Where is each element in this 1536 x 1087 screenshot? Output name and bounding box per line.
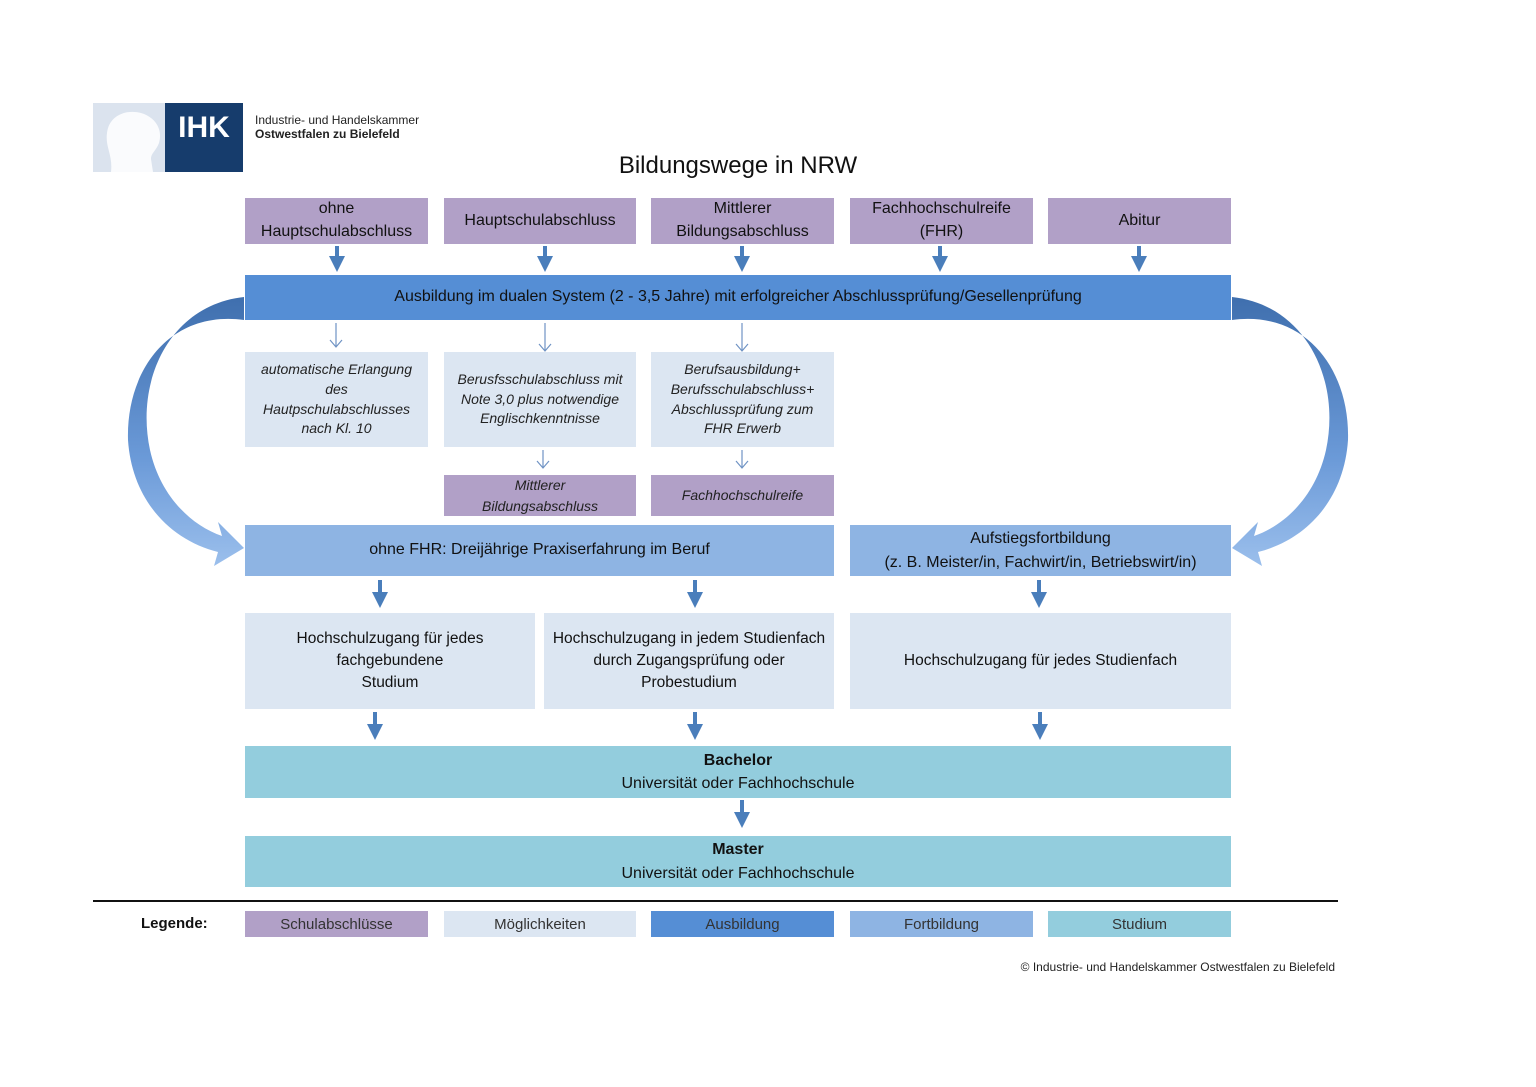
access-all-subjects: Hochschulzugang für jedes Studienfach: [850, 613, 1231, 709]
advancement-training-box: Aufstiegsfortbildung (z. B. Meister/in, …: [850, 525, 1231, 576]
curved-arrow-left: [127, 297, 244, 566]
school-degree-hauptschulabschluss: Hauptschulabschluss: [444, 198, 636, 244]
school-degree-mittlerer-bildungsabschluss: Mittlerer Bildungsabschluss: [651, 198, 834, 244]
result-fachhochschulreife: Fachhochschulreife: [651, 475, 834, 516]
dual-system-box: Ausbildung im dualen System (2 - 3,5 Jah…: [245, 275, 1231, 320]
curved-arrow-right: [1232, 297, 1349, 566]
ihk-logo: IHK: [93, 103, 243, 172]
master-box: Master Universität oder Fachhochschule: [245, 836, 1231, 887]
copyright-notice: © Industrie- und Handelskammer Ostwestfa…: [1020, 960, 1335, 974]
school-degree-abitur: Abitur: [1048, 198, 1231, 244]
option-mittlerer-abschluss: Berusfsschulabschluss mit Note 3,0 plus …: [444, 352, 636, 447]
access-subject-bound: Hochschulzugang für jedes fachgebundene …: [245, 613, 535, 709]
practice-experience-box: ohne FHR: Dreijährige Praxiserfahrung im…: [245, 525, 834, 576]
master-title: Master: [712, 841, 764, 859]
bachelor-title: Bachelor: [703, 751, 773, 769]
org-name-line2: Ostwestfalen zu Bielefeld: [255, 127, 400, 141]
bachelor-box: Bachelor Universität oder Fachhochschule: [245, 746, 1231, 798]
master-subtitle: Universität oder Fachhochschule: [621, 864, 855, 882]
org-name-line1: Industrie- und Handelskammer: [255, 113, 420, 127]
page-title: Bildungswege in NRW: [618, 152, 858, 179]
legend-divider: [93, 900, 1338, 902]
logo-text: IHK: [178, 111, 230, 144]
legend-item-moeglichkeiten: Möglichkeiten: [444, 911, 636, 937]
option-hauptschulabschluss: automatische Erlangung des Hautpschulabs…: [245, 352, 428, 447]
result-mittlerer-bildungsabschluss: Mittlerer Bildungsabschluss: [444, 475, 636, 516]
legend-item-studium: Studium: [1048, 911, 1231, 937]
access-entrance-exam: Hochschulzugang in jedem Studienfach dur…: [544, 613, 834, 709]
school-degree-fachhochschulreife: Fachhochschulreife (FHR): [850, 198, 1033, 244]
legend-item-fortbildung: Fortbildung: [850, 911, 1033, 937]
school-degree-ohne-hauptschulabschluss: ohne Hauptschulabschluss: [245, 198, 428, 244]
option-fhr: Berufsausbildung+ Berufsschulabschluss+ …: [651, 352, 834, 447]
legend-label: Legende:: [141, 915, 208, 932]
legend-item-ausbildung: Ausbildung: [651, 911, 834, 937]
bachelor-subtitle: Universität oder Fachhochschule: [621, 775, 855, 792]
legend-item-schulabschluesse: Schulabschlüsse: [245, 911, 428, 937]
